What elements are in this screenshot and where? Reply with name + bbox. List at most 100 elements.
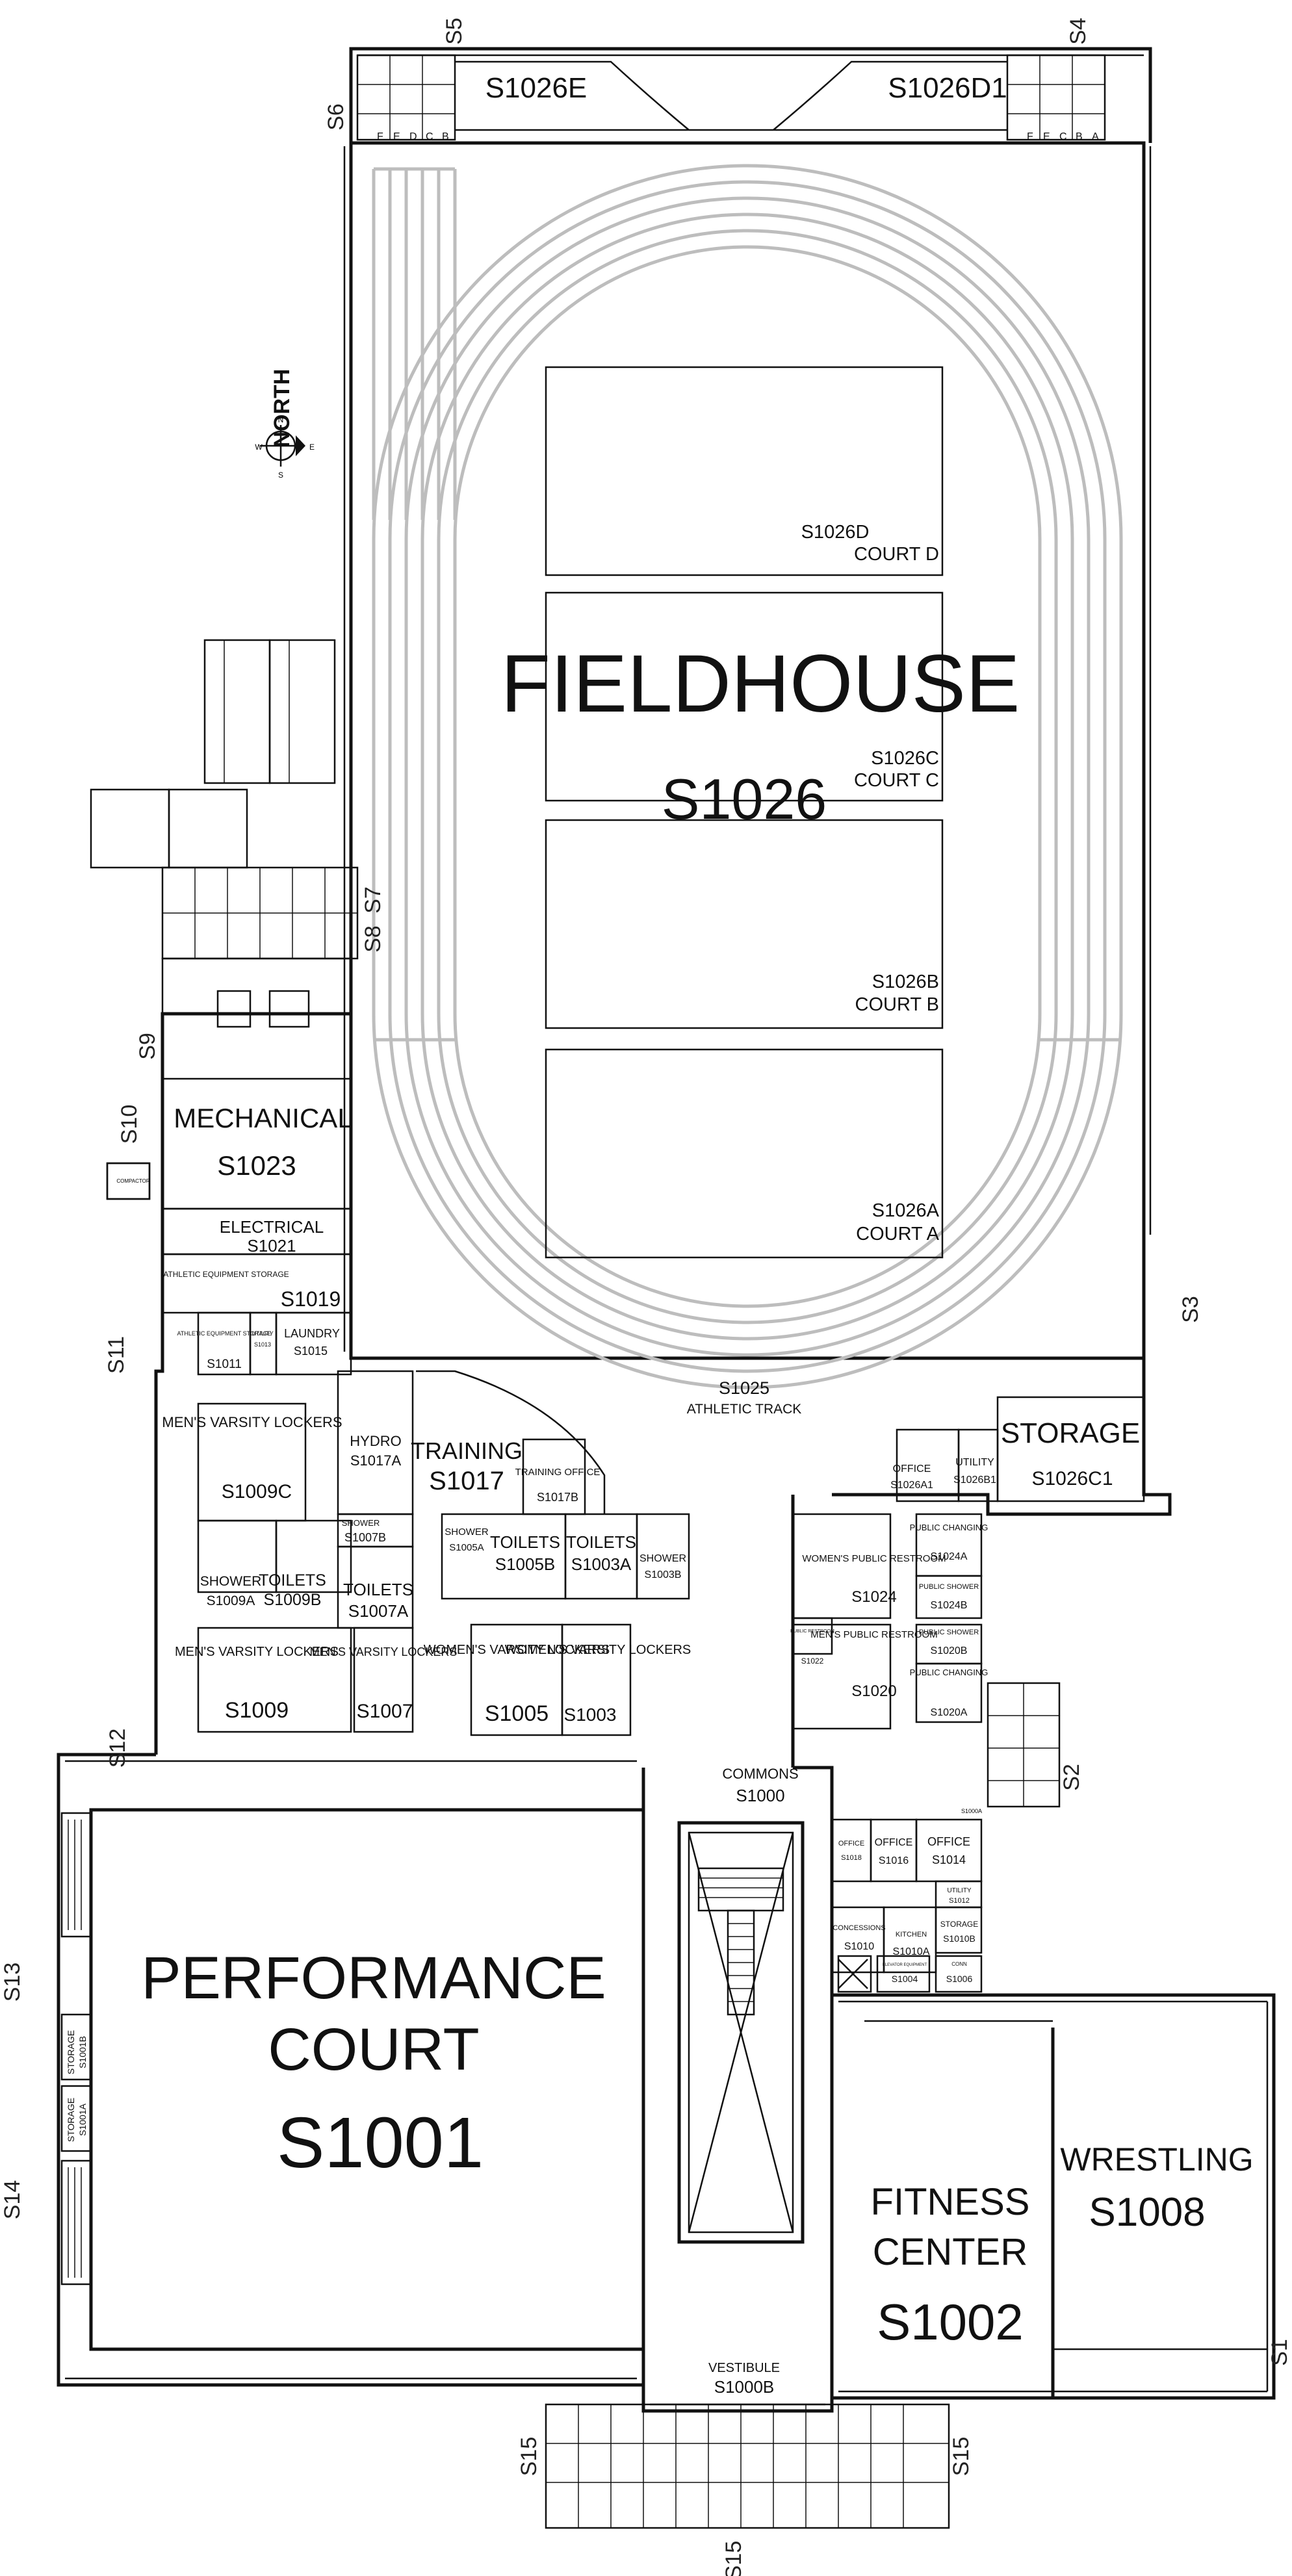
room-office-1018-number: S1018 [841, 1854, 862, 1862]
exit-s4: S4 [1066, 18, 1091, 45]
room-toilets-1007a-name: TOILETS [343, 1580, 413, 1599]
room-public-shower-1024b-name: PUBLIC SHOWER [919, 1583, 979, 1591]
room-shower-1009a-number: S1009A [207, 1593, 255, 1608]
room-utility-1012-number: S1012 [949, 1897, 970, 1905]
door-letter: F [1027, 131, 1033, 142]
door-letter: B [1076, 131, 1083, 142]
room-toilets-1005b-name: TOILETS [490, 1532, 560, 1552]
room-toilets-1003a-number: S1003A [571, 1554, 632, 1574]
compass-w: W [255, 443, 263, 452]
room-shower-1005a-name: SHOWER [445, 1526, 489, 1538]
room-public-changing-1020a-name: PUBLIC CHANGING [910, 1668, 988, 1677]
compass-n: N [278, 415, 284, 424]
room-storage-1001a-name: STORAGE [66, 2098, 76, 2142]
exit-s12: S12 [105, 1729, 130, 1768]
room-storage-1001b-name: STORAGE [66, 2030, 76, 2074]
room-hydro-name: HYDRO [350, 1433, 401, 1449]
room-s1011-number: S1011 [207, 1358, 242, 1371]
room-performance-number: S1001 [277, 2103, 484, 2183]
room-mechanical-name: MECHANICAL [174, 1103, 352, 1133]
room-office-1016-number: S1016 [879, 1855, 909, 1866]
room-toilets-1003a-name: TOILETS [566, 1532, 636, 1552]
room-fitness-number: S1002 [877, 2293, 1024, 2351]
court-a-name: COURT A [856, 1224, 940, 1244]
room-mens-varsity-1007-name: MEN'S VARSITY LOCKERS [310, 1645, 458, 1658]
room-mens-varsity-c-name: MEN'S VARSITY LOCKERS [162, 1414, 342, 1430]
room-commons-number: S1000 [736, 1786, 784, 1805]
exit-s2: S2 [1059, 1764, 1084, 1791]
door-letters: F E D C B F E C B A [377, 131, 1099, 142]
room-s1026d1: S1026D1 [888, 72, 1007, 104]
room-elevator-equipment-number: S1004 [892, 1974, 918, 1984]
room-training-name: TRAINING [411, 1437, 523, 1464]
fieldhouse-title: FIELDHOUSE [501, 639, 1020, 729]
room-shower-1003b-number: S1003B [645, 1569, 682, 1580]
track-name: ATHLETIC TRACK [687, 1402, 802, 1417]
room-public-restroom-small-number: S1022 [801, 1656, 824, 1666]
compactor-label: COMPACTOR [116, 1178, 149, 1184]
room-electrical-name: ELECTRICAL [220, 1217, 324, 1237]
east-plaza-grid [987, 1682, 1061, 1808]
courts [545, 366, 944, 1259]
exit-s15-west: S15 [517, 2437, 541, 2477]
room-commons-name: COMMONS [722, 1766, 798, 1782]
room-mens-varsity-1009-number: S1009 [225, 1698, 289, 1723]
south-plaza-grid [545, 2403, 950, 2529]
room-public-restroom-small-name: PUBLIC RESTROOM [790, 1629, 834, 1634]
small-tag-label: S1000A [961, 1808, 982, 1814]
room-mens-varsity-1007-number: S1007 [357, 1701, 413, 1722]
exit-s8: S8 [361, 925, 385, 953]
door-letter: E [1043, 131, 1050, 142]
room-shower-1005a-number: S1005A [449, 1542, 484, 1553]
room-mechanical-number: S1023 [217, 1150, 296, 1181]
court-d-name: COURT D [854, 544, 939, 565]
room-s1026e: S1026E [485, 72, 588, 104]
exit-labels: S1 S2 S3 S4 S5 S6 S7 S8 S9 S10 S11 S12 S… [0, 18, 1292, 2576]
room-toilets-1005b-number: S1005B [495, 1554, 556, 1574]
exit-s1: S1 [1267, 2339, 1292, 2366]
compass-e: E [309, 443, 315, 452]
room-public-changing-1024a-name: PUBLIC CHANGING [910, 1523, 988, 1532]
exit-s10: S10 [117, 1105, 142, 1144]
fieldhouse-number: S1026 [662, 767, 827, 831]
track-number: S1025 [719, 1378, 769, 1398]
room-mens-varsity-c-number: S1009C [222, 1481, 292, 1502]
room-office-1026a1-name: OFFICE [893, 1463, 931, 1475]
compass-s: S [278, 470, 283, 480]
exit-s13: S13 [0, 1963, 25, 2002]
room-training-number: S1017 [429, 1467, 504, 1495]
door-letter: A [1092, 131, 1099, 142]
court-d-number: S1026D [801, 522, 870, 543]
court-c-number: S1026C [871, 748, 939, 769]
west-support-rooms [161, 1077, 690, 1736]
room-athletic-storage-number: S1019 [281, 1287, 341, 1311]
room-shower-1007b-name: SHOWER [342, 1518, 380, 1528]
door-letter: C [1059, 131, 1067, 142]
room-laundry-name: LAUNDRY [284, 1327, 340, 1340]
room-performance-name1: PERFORMANCE [141, 1945, 606, 2011]
room-athletic-storage-name: ATHLETIC EQUIPMENT STORAGE [163, 1270, 289, 1279]
room-fitness-name2: CENTER [873, 2231, 1027, 2273]
court-a [545, 1048, 944, 1259]
door-letter: B [442, 131, 449, 142]
room-hydro-number: S1017A [350, 1452, 402, 1469]
exit-s9: S9 [135, 1033, 160, 1060]
exit-s7: S7 [361, 886, 385, 914]
room-public-shower-1024b-number: S1024B [931, 1600, 968, 1611]
room-training-office-number: S1017B [537, 1491, 578, 1504]
compass-north-label: NORTH [270, 369, 294, 448]
exit-s15-east: S15 [949, 2437, 974, 2477]
room-womens-public-number: S1024 [851, 1588, 896, 1606]
athletic-track [372, 164, 1123, 1389]
room-training-office-name: TRAINING OFFICE [515, 1467, 601, 1478]
room-public-changing-1020a-number: S1020A [931, 1707, 968, 1718]
court-b-name: COURT B [855, 994, 939, 1015]
court-d [545, 366, 944, 576]
room-utility-1026b1-name: UTILITY [955, 1457, 994, 1468]
room-utility-1026b1-number: S1026B1 [953, 1475, 996, 1486]
court-c-name: COURT C [854, 770, 939, 791]
room-performance-name2: COURT [268, 2016, 479, 2083]
room-womens-public-name: WOMEN'S PUBLIC RESTROOM [802, 1553, 946, 1564]
court-b [545, 819, 944, 1029]
